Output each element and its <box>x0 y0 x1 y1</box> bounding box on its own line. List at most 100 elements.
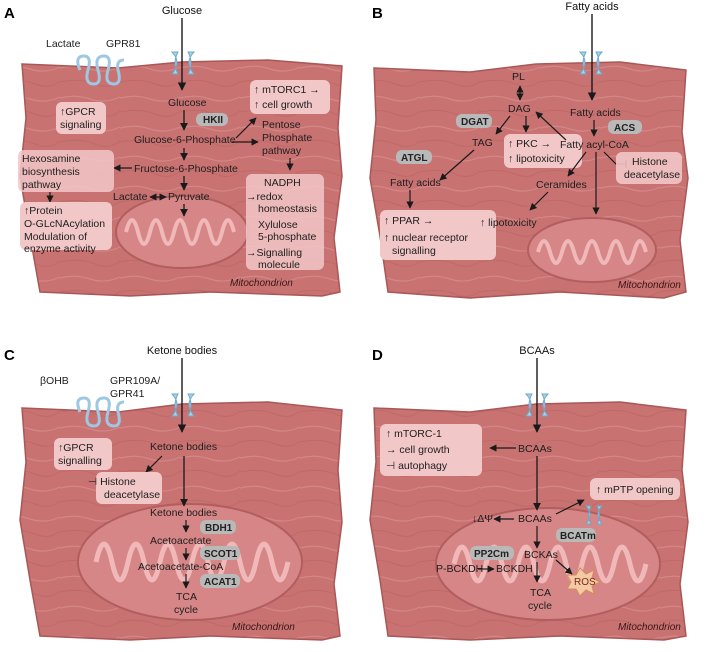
g6p-label: Glucose-6-Phosphate <box>134 134 236 146</box>
xylulose-line2: 5-phosphate <box>258 231 317 243</box>
tca-d-line2: cycle <box>528 600 552 612</box>
hbp-line3: pathway <box>22 179 62 191</box>
gpcr-box-a <box>56 102 106 134</box>
ketone-channel-icon <box>170 393 196 417</box>
arrow-bcaa-mptp <box>555 499 585 515</box>
gpcr-box-c <box>54 438 112 470</box>
acoa-label: Acetoacetate-CoA <box>138 561 223 573</box>
tag-label: TAG <box>472 137 493 149</box>
nadph-label: NADPH <box>264 177 301 189</box>
gpr109a-line1: GPR109A/ <box>110 375 160 387</box>
glucose-input-label: Glucose <box>162 5 202 17</box>
ppp-line1: Pentose <box>262 119 301 131</box>
protein-line4: enzyme activity <box>24 243 97 255</box>
hdac-c-line2: deacetylase <box>104 489 160 501</box>
protein-line3: Modulation of <box>24 231 87 243</box>
tca-d-line1: TCA <box>530 587 551 599</box>
arrow-bcka-ros <box>555 559 573 575</box>
bcaa-input-label: BCAAs <box>519 345 555 357</box>
dag-label: DAG <box>508 103 531 115</box>
protein-line1: ↑Protein <box>24 205 63 217</box>
panel-c: C Mitochondrion Ketone bodies βOHB GPR10… <box>4 345 343 641</box>
arrow-facoa-dag <box>535 111 567 141</box>
arrow-tag-fa <box>439 149 475 181</box>
facoa-label: Fatty acyl-CoA <box>560 139 629 151</box>
protein-box <box>20 202 112 250</box>
mtorc-line: ↑ mTORC-1 <box>386 428 442 440</box>
panel-b-letter: B <box>372 5 383 22</box>
scot1-box <box>200 546 240 560</box>
hdac-box-c <box>96 472 162 504</box>
kb-mito-label: Ketone bodies <box>150 507 217 519</box>
hkii-box <box>196 113 228 126</box>
hbp-box <box>18 150 114 192</box>
mitochondrion-a <box>115 195 249 269</box>
bckdh-label: BCKDH <box>496 563 533 575</box>
bdh1-box <box>200 520 236 534</box>
pp2cm-label: PP2Cm <box>474 549 509 560</box>
fa2-label: Fatty acids <box>390 177 441 189</box>
mito-label-d: Mitochondrion <box>618 622 681 633</box>
arrow-kb-hdac <box>145 455 163 473</box>
gpr81-receptor-icon <box>76 54 125 86</box>
acs-label: ACS <box>614 123 635 134</box>
atgl-label: ATGL <box>401 153 427 164</box>
arrow-dag-tag <box>495 115 511 135</box>
bcaa-mito-label: BCAAs <box>518 513 552 525</box>
ros-burst-icon <box>566 567 602 597</box>
kb-in-label: Ketone bodies <box>150 441 217 453</box>
scot1-label: SCOT1 <box>204 549 238 560</box>
dgat-label: DGAT <box>461 117 489 128</box>
xylulose-line1: Xylulose <box>258 219 298 231</box>
mito-label-b: Mitochondrion <box>618 280 681 291</box>
acs-box <box>608 120 642 134</box>
lactate-label: Lactate <box>113 191 148 203</box>
lactate-ligand-label: Lactate <box>46 38 81 50</box>
nuclear-line2: signalling <box>392 245 436 257</box>
hdac-b-line1: Histone <box>632 156 668 168</box>
gpcr-c-line2: signalling <box>58 455 102 467</box>
fatty-acid-channel-icon <box>578 51 604 75</box>
tca-c-line2: cycle <box>174 604 198 616</box>
mptp-box <box>590 478 680 500</box>
cell-growth-a: ↑ cell growth <box>254 99 313 111</box>
mptp-line: ↑ mPTP opening <box>596 484 674 496</box>
glucose-in-label: Glucose <box>168 97 207 109</box>
fatty-acids-input-label: Fatty acids <box>565 1 619 13</box>
hbp-line1: Hexosamine <box>22 153 81 165</box>
pkc-line: ↑ PKC → <box>508 138 551 150</box>
signalling-line2: molecule <box>258 259 300 271</box>
ppar-box <box>380 210 496 260</box>
ppp-line3: pathway <box>262 145 302 157</box>
glucose-channel-icon <box>170 51 196 75</box>
tca-c-line1: TCA <box>176 591 197 603</box>
hdac-c-line1: ⊣ Histone <box>88 476 136 488</box>
mtorc1-box <box>250 80 330 114</box>
bckas-label: BCKAs <box>524 549 558 561</box>
gpcr-a-line2: signaling <box>60 119 102 131</box>
gpr81-label: GPR81 <box>106 38 141 50</box>
arrow-g6p-mtorc1 <box>235 117 257 139</box>
pl-label: PL <box>512 71 525 83</box>
mito-label-c: Mitochondrion <box>232 622 295 633</box>
bcatm-box <box>556 528 596 542</box>
redox-line2: homeostasis <box>258 203 317 215</box>
dgat-box <box>456 114 492 128</box>
f6p-label: Fructose-6-Phosphate <box>134 163 238 175</box>
mitochondrion-c <box>77 503 303 621</box>
mito-label-a: Mitochondrion <box>230 278 293 289</box>
gpr109a-receptor-icon <box>76 396 125 428</box>
protein-line2: O-GLcNAcylation <box>24 218 105 230</box>
panel-d-letter: D <box>372 347 383 364</box>
mitochondrion-b <box>527 217 657 283</box>
pbckdh-label: P-BCKDH <box>436 563 483 575</box>
bcatm-label: BCATm <box>560 531 596 542</box>
ros-label: ROS <box>574 577 596 588</box>
mtorc1-line: ↑ mTORC1 → <box>254 84 320 96</box>
gpr109a-line2: GPR41 <box>110 388 145 400</box>
signalling-line1: →Signalling <box>246 247 302 259</box>
redox-line1: →redox <box>246 191 284 203</box>
hbp-line2: biosynthesis <box>22 166 80 178</box>
arrow-facoa-cer <box>567 151 587 177</box>
nadph-box <box>246 174 324 270</box>
